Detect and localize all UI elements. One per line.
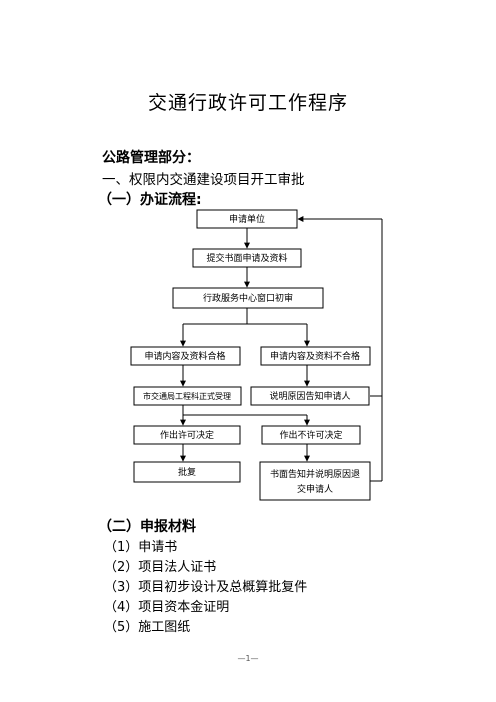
- item-heading: 一、权限内交通建设项目开工审批: [102, 172, 305, 188]
- material-item: （2）项目法人证书: [104, 560, 217, 575]
- flow-submit: 提交书面申请及资料: [206, 252, 287, 264]
- flow-fail: 申请内容及资料不合格: [270, 350, 360, 362]
- material-item: （1）申请书: [104, 540, 178, 555]
- box-fail: [260, 346, 371, 366]
- flow-window: 行政服务中心窗口初审: [203, 292, 293, 304]
- material-item: （5）施工图纸: [104, 620, 191, 635]
- page-title: 交通行政许可工作程序: [147, 92, 348, 114]
- flow-permit: 作出许可决定: [160, 429, 214, 441]
- flow-accept: 市交通局工程科正式受理: [143, 391, 231, 401]
- box-explain: [250, 386, 370, 406]
- box-permit: [133, 425, 241, 445]
- flow-approve: 批复: [178, 466, 196, 478]
- flow-ok: 申请内容及资料合格: [144, 350, 225, 362]
- subheading-process: （一）办证流程:: [98, 192, 202, 208]
- box-accept: [133, 386, 242, 406]
- flowchart: 申请单位 提交书面申请及资料 行政服务中心窗口初审 申请内容及资料合格 申请内容…: [130, 209, 383, 501]
- flow-return-line2: 交申请人: [297, 483, 333, 495]
- flow-deny: 作出不许可决定: [279, 429, 342, 441]
- flow-explain: 说明原因告知申请人: [269, 390, 350, 402]
- flow-return-line1: 书面告知并说明原因退: [270, 468, 360, 480]
- section-heading: 公路管理部分：: [102, 150, 200, 166]
- material-item: （4）项目资本金证明: [104, 600, 230, 615]
- box-window: [172, 287, 324, 309]
- flow-apply-unit: 申请单位: [229, 213, 265, 225]
- box-approve: [133, 461, 241, 483]
- subheading-materials: （二）申报材料: [98, 519, 196, 535]
- page-number: —1—: [237, 654, 259, 663]
- box-ok: [130, 346, 241, 366]
- box-deny: [261, 425, 361, 445]
- material-item: （3）项目初步设计及总概算批复件: [104, 580, 308, 595]
